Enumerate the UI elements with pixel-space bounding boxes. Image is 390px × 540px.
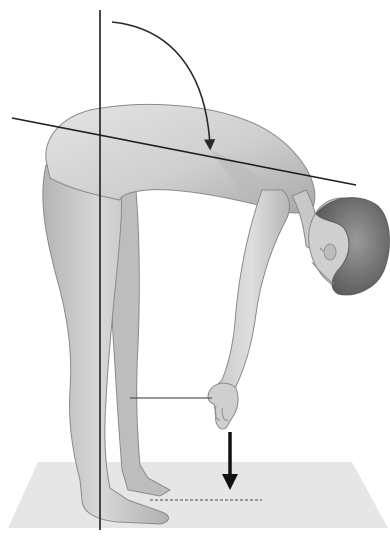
floor-plane [8, 462, 388, 528]
hand [208, 383, 238, 429]
arm [212, 190, 289, 400]
ear [324, 244, 336, 260]
back-leg [112, 190, 170, 496]
